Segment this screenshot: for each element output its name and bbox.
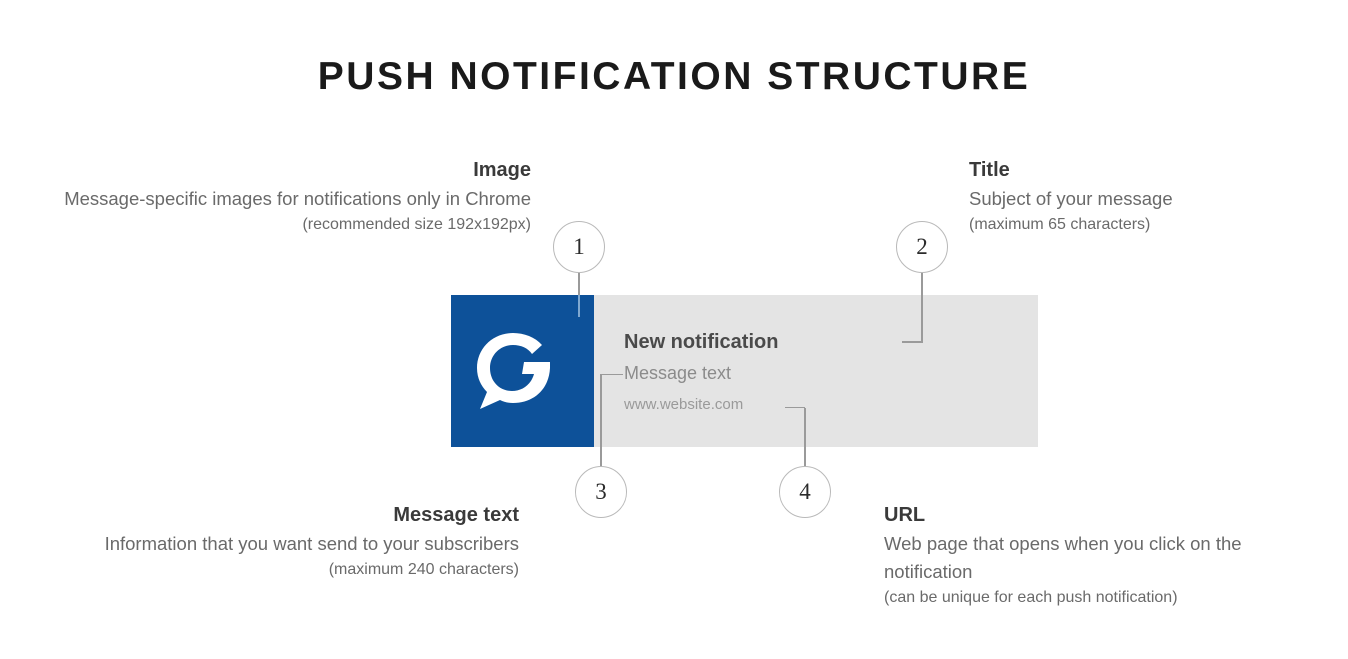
annotation-message-note: (maximum 240 characters)	[328, 560, 519, 578]
annotation-title-note: (maximum 65 characters)	[969, 215, 1151, 233]
notification-image-thumbnail	[451, 295, 594, 447]
annotation-image: Image Message-specific images for notifi…	[19, 156, 531, 237]
notification-message: Message text	[624, 363, 732, 383]
callout-marker-3[interactable]: 3	[575, 466, 627, 518]
annotation-title-heading: Title	[969, 159, 1010, 181]
annotation-image-heading: Image	[473, 159, 531, 181]
leader-line-4-vertical	[804, 408, 806, 466]
annotation-title-body: Subject of your message	[969, 188, 1173, 209]
leader-line-3-horizontal	[600, 373, 623, 376]
page-title: PUSH NOTIFICATION STRUCTURE	[317, 55, 1031, 98]
leader-line-2-vertical	[921, 273, 923, 343]
annotation-message-heading: Message text	[393, 504, 519, 526]
leader-line-1-vertical-overlay	[578, 295, 580, 317]
annotation-url-heading: URL	[884, 504, 926, 526]
callout-marker-4[interactable]: 4	[779, 466, 831, 518]
annotation-url-body: Web page that opens when you click on th…	[884, 533, 1242, 582]
annotation-image-body: Message-specific images for notification…	[64, 188, 531, 209]
annotation-url-note: (can be unique for each push notificatio…	[884, 588, 1178, 606]
callout-marker-1[interactable]: 1	[553, 221, 605, 273]
annotation-image-note: (recommended size 192x192px)	[302, 215, 531, 233]
annotation-message: Message text Information that you want s…	[19, 501, 519, 582]
notification-title: New notification	[624, 331, 779, 353]
leader-line-3-vertical	[600, 375, 602, 466]
annotation-url: URL Web page that opens when you click o…	[884, 501, 1304, 610]
annotation-message-body: Information that you want send to your s…	[104, 533, 519, 554]
leader-line-1-vertical	[578, 273, 580, 295]
callout-marker-2[interactable]: 2	[896, 221, 948, 273]
speech-bubble-g-logo-icon	[477, 333, 550, 409]
notification-card[interactable]: New notification Message text www.websit…	[451, 295, 1038, 447]
notification-url: www.website.com	[624, 396, 744, 413]
leader-line-2-horizontal	[902, 341, 922, 343]
notification-text-area: New notification Message text www.websit…	[624, 295, 1038, 447]
leader-line-4-horizontal	[785, 406, 805, 409]
annotation-title: Title Subject of your message (maximum 6…	[969, 156, 1329, 237]
